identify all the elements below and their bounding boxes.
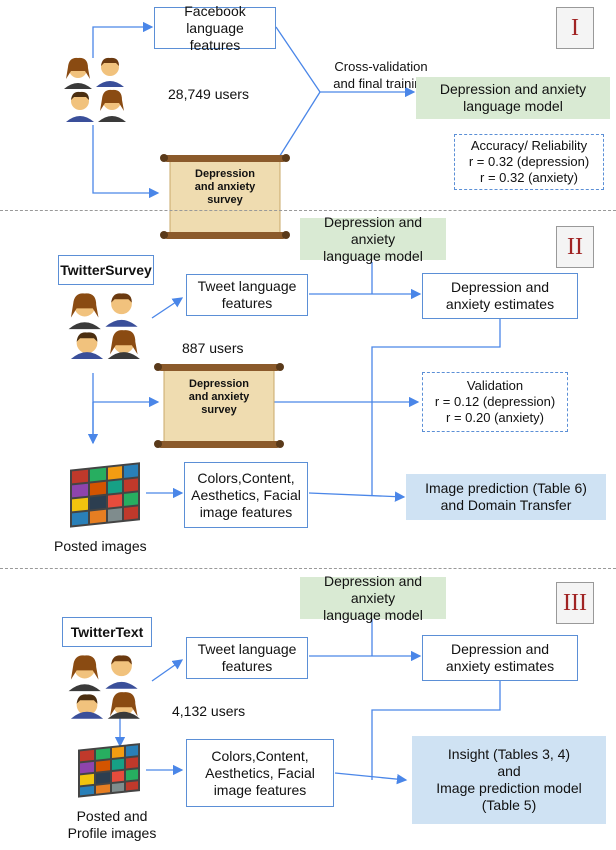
panel2-image-features-box: Colors,Content, Aesthetics, Facial image… — [184, 462, 308, 528]
panel3-tweet-language-features-label: Tweet language features — [197, 641, 297, 674]
facebook-language-features-label: Facebook language features — [184, 2, 246, 53]
twittersurvey-title-box: TwitterSurvey — [58, 255, 154, 285]
panel3-language-model-box: Depression and anxiety language model — [300, 573, 446, 623]
panel2-language-model-box-main: Depression and anxiety language model — [300, 214, 446, 264]
panel2-posted-images-label: Posted images — [54, 538, 147, 554]
panel2-validation-label: Validation r = 0.12 (depression) r = 0.2… — [434, 378, 556, 425]
panel2-language-model-label: Depression and anxiety language model — [323, 213, 423, 264]
panel3-tweet-language-features-box: Tweet language features — [186, 637, 308, 679]
twittertext-title-box: TwitterText — [62, 617, 152, 647]
twittertext-title: TwitterText — [70, 623, 144, 640]
panel-divider-2 — [0, 568, 616, 569]
panel3-posted-profile-images-label: Posted and Profile images — [67, 808, 157, 841]
image-collage-icon — [70, 462, 140, 528]
panel2-user-count: 887 users — [182, 340, 244, 356]
panel3-image-features-box: Colors,Content, Aesthetics, Facial image… — [186, 739, 334, 807]
survey-scroll-icon — [154, 363, 284, 448]
panel-number-3: III — [556, 582, 594, 624]
panel2-tweet-language-features-label: Tweet language features — [197, 278, 297, 311]
panel2-image-prediction-box: Image prediction (Table 6) and Domain Tr… — [406, 474, 606, 520]
panel1-language-model-box: Depression and anxiety language model — [416, 77, 610, 119]
panel2-tweet-language-features-box: Tweet language features — [186, 274, 308, 316]
panel2-estimates-label: Depression and anxiety estimates — [445, 279, 555, 312]
panel3-estimates-box: Depression and anxiety estimates — [422, 635, 578, 681]
panel3-insight-label: Insight (Tables 3, 4) and Image predicti… — [436, 746, 582, 813]
panel3-image-features-label: Colors,Content, Aesthetics, Facial image… — [205, 747, 315, 798]
panel-number-2: II — [556, 226, 594, 268]
users-icon — [68, 293, 140, 359]
users-icon — [68, 655, 140, 719]
panel1-language-model-label: Depression and anxiety language model — [439, 81, 587, 114]
panel2-validation-box: Validation r = 0.12 (depression) r = 0.2… — [422, 372, 568, 432]
panel1-accuracy-box: Accuracy/ Reliability r = 0.32 (depressi… — [454, 134, 604, 190]
users-icon — [64, 57, 126, 122]
panel1-user-count: 28,749 users — [168, 86, 249, 102]
panel3-insight-box: Insight (Tables 3, 4) and Image predicti… — [412, 736, 606, 824]
facebook-language-features-box: Facebook language features — [154, 3, 276, 53]
image-collage-icon — [78, 743, 140, 798]
panel-number-1: I — [556, 7, 594, 49]
panel3-language-model-label: Depression and anxiety language model — [323, 572, 423, 623]
panel2-survey-label: Depression and anxiety survey — [188, 378, 250, 416]
panel-divider-1 — [0, 210, 616, 211]
panel3-user-count: 4,132 users — [172, 703, 246, 719]
panel2-image-features-label: Colors,Content, Aesthetics, Facial image… — [191, 469, 301, 520]
panel3-estimates-label: Depression and anxiety estimates — [445, 641, 555, 674]
panel1-accuracy-label: Accuracy/ Reliability r = 0.32 (depressi… — [468, 138, 590, 185]
panel2-estimates-box: Depression and anxiety estimates — [422, 273, 578, 319]
panel1-survey-label: Depression and anxiety survey — [194, 168, 256, 206]
twittersurvey-title: TwitterSurvey — [60, 261, 152, 278]
survey-scroll-icon — [160, 154, 290, 239]
panel2-image-prediction-label: Image prediction (Table 6) and Domain Tr… — [425, 480, 587, 513]
